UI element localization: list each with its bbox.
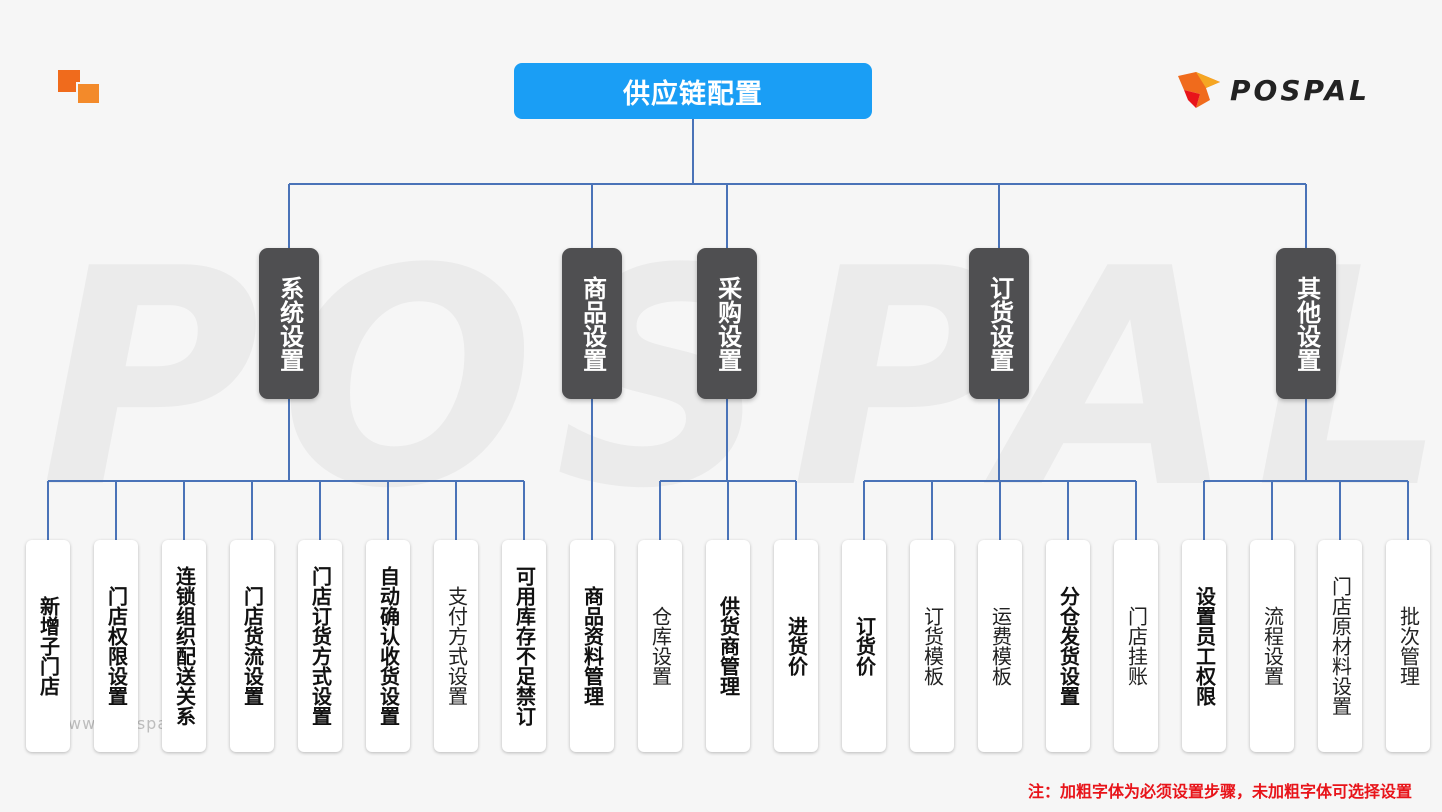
leaf-label: 批次管理 [1396,606,1421,686]
leaf-node: 门店货流设置 [230,540,274,752]
category-node: 采购设置 [697,248,757,399]
leaf-label: 门店原材料设置 [1328,576,1353,716]
leaf-label: 运费模板 [988,606,1013,686]
category-label: 采购设置 [713,275,742,372]
brand-logo: POSPAL [1176,70,1370,110]
leaf-node: 运费模板 [978,540,1022,752]
leaf-node: 门店原材料设置 [1318,540,1362,752]
leaf-node: 进货价 [774,540,818,752]
leaf-label: 订货模板 [920,606,945,686]
leaf-label: 门店挂账 [1124,606,1149,686]
fox-logo-icon [1178,72,1220,108]
leaf-label: 门店权限设置 [104,586,129,706]
category-label: 系统设置 [275,275,304,372]
leaf-label: 进货价 [784,616,809,676]
category-label: 商品设置 [578,275,607,372]
category-node: 其他设置 [1276,248,1336,399]
leaf-label: 自动确认收货设置 [376,566,401,726]
leaf-node: 自动确认收货设置 [366,540,410,752]
root-node: 供应链配置 [514,63,872,119]
leaf-label: 支付方式设置 [444,586,469,706]
leaf-node: 门店挂账 [1114,540,1158,752]
leaf-node: 仓库设置 [638,540,682,752]
category-node: 商品设置 [562,248,622,399]
leaf-label: 门店货流设置 [240,586,265,706]
leaf-label: 连锁组织配送关系 [172,566,197,726]
category-label: 其他设置 [1292,275,1321,372]
leaf-node: 流程设置 [1250,540,1294,752]
leaf-node: 商品资料管理 [570,540,614,752]
leaf-node: 门店权限设置 [94,540,138,752]
leaf-label: 订货价 [852,616,877,676]
leaf-node: 分仓发货设置 [1046,540,1090,752]
leaf-node: 可用库存不足禁订 [502,540,546,752]
leaf-label: 分仓发货设置 [1056,586,1081,706]
leaf-node: 供货商管理 [706,540,750,752]
category-label: 订货设置 [985,275,1014,372]
category-node: 系统设置 [259,248,319,399]
leaf-node: 支付方式设置 [434,540,478,752]
leaf-label: 设置员工权限 [1192,586,1217,706]
leaf-node: 订货价 [842,540,886,752]
leaf-node: 订货模板 [910,540,954,752]
leaf-label: 商品资料管理 [580,586,605,706]
category-node: 订货设置 [969,248,1029,399]
leaf-node: 新增子门店 [26,540,70,752]
leaf-label: 仓库设置 [648,606,673,686]
leaf-node: 门店订货方式设置 [298,540,342,752]
leaf-node: 连锁组织配送关系 [162,540,206,752]
brand-name: POSPAL [1230,73,1370,107]
leaf-node: 批次管理 [1386,540,1430,752]
legend-note: 注：加粗字体为必须设置步骤，未加粗字体可选择设置 [1027,782,1412,801]
slide-logo-icon [58,70,101,105]
leaf-label: 供货商管理 [716,596,741,696]
leaf-label: 流程设置 [1260,606,1285,686]
leaf-label: 可用库存不足禁订 [512,566,537,726]
leaf-label: 新增子门店 [36,596,61,696]
leaf-label: 门店订货方式设置 [308,566,333,726]
leaf-node: 设置员工权限 [1182,540,1226,752]
